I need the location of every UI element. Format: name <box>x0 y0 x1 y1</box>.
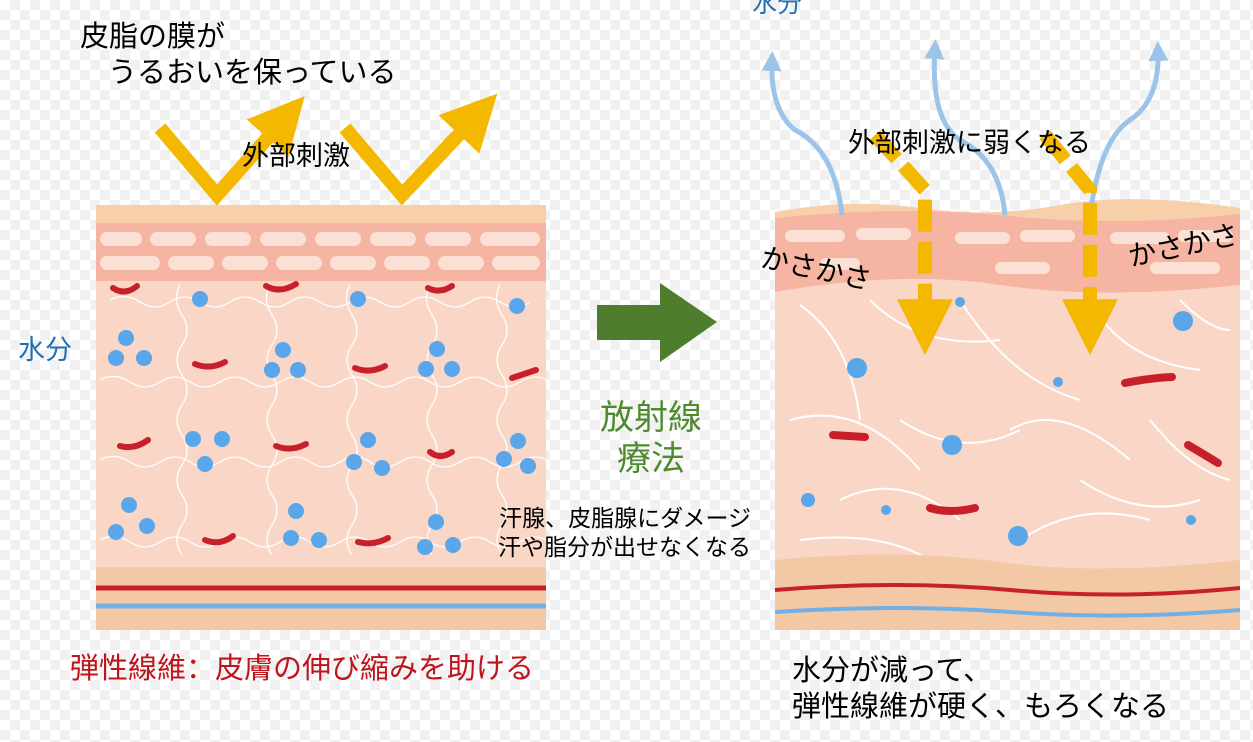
stimulus-arrows-reflected <box>154 93 498 206</box>
dry-cells <box>785 228 1233 274</box>
hardened-elastic-fibers <box>829 373 1222 515</box>
process-line-2: 療法 <box>617 438 685 479</box>
effect-line-1: 汗腺、皮脂腺にダメージ <box>499 506 751 532</box>
process-arrow <box>597 283 717 362</box>
damaged-skin-cross-section <box>774 199 1241 630</box>
sebum-film-caption: 皮脂の膜が うるおいを保っている <box>80 18 397 91</box>
process-line-1: 放射線 <box>600 398 702 438</box>
sebum-line-1: 皮脂の膜が <box>80 19 226 53</box>
elastic-fiber-caption: 弾性線維：皮膚の伸び縮みを助ける <box>70 651 535 685</box>
result-caption: 水分が減って、 弾性線維が硬く、もろくなる <box>792 652 1169 725</box>
sebum-line-2: うるおいを保っている <box>108 55 397 90</box>
sparse-water-droplets <box>801 297 1196 546</box>
water-label-left: 水分 <box>18 335 72 366</box>
radiation-therapy-label: 放射線 療法 <box>600 398 702 480</box>
stratum-corneum-cells <box>100 232 540 270</box>
water-droplets <box>108 291 536 555</box>
result-line-1: 水分が減って、 <box>792 653 993 687</box>
result-line-2: 弾性線維が硬く、もろくなる <box>792 689 1170 724</box>
water-label-right: 水分 <box>752 0 803 18</box>
weak-to-stimulus-label: 外部刺激に弱くなる <box>848 128 1091 159</box>
gland-damage-caption: 汗腺、皮脂腺にダメージ 汗や脂分が出せなくなる <box>498 505 751 563</box>
external-stimulus-label: 外部刺激 <box>242 141 350 172</box>
dermis-fibers <box>99 284 551 556</box>
elastic-fibers <box>110 281 539 547</box>
stimulus-arrows-penetrating <box>869 130 1118 356</box>
effect-line-2: 汗や脂分が出せなくなる <box>498 534 751 561</box>
water-vapor-arrows <box>761 39 1169 216</box>
healthy-skin-cross-section <box>96 205 551 630</box>
